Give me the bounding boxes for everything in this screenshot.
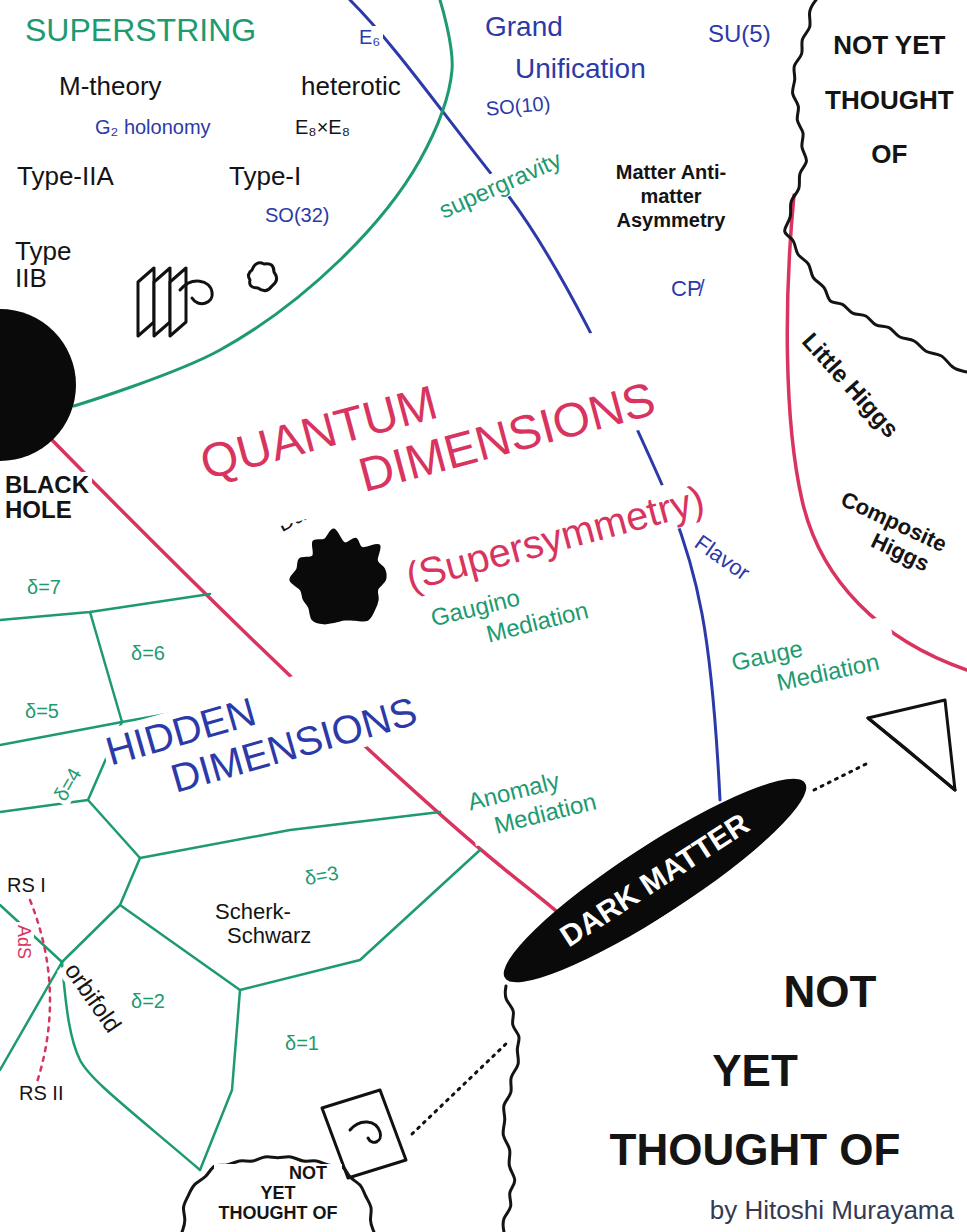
dotted-leader xyxy=(412,1040,510,1134)
map-label: Gauge Mediation xyxy=(726,615,900,706)
brane-fold xyxy=(868,718,955,790)
map-label: M-theory xyxy=(56,72,165,102)
delta-border xyxy=(140,812,440,858)
delta-border xyxy=(90,612,122,722)
map-label: Matter Anti-matter Asymmetry xyxy=(598,160,744,232)
map-label: G₂ holonomy xyxy=(92,116,214,139)
map-label: AdS xyxy=(13,922,34,962)
brane-kite xyxy=(868,700,955,790)
region-label: DARK MATTER xyxy=(554,806,755,954)
author-caption: by Hitoshi Murayama xyxy=(707,1195,957,1226)
brane-sheet xyxy=(138,268,154,336)
map-label: SO(32) xyxy=(262,204,332,227)
map-label: δ=1 xyxy=(282,1032,322,1055)
delta-border xyxy=(0,962,62,1070)
map-label: Type IIB xyxy=(12,238,88,293)
delta-border xyxy=(120,850,480,990)
map-label: Anomaly Mediation xyxy=(462,750,637,846)
region-label: BLACK HOLE xyxy=(2,472,92,522)
brane-sheet xyxy=(170,268,186,336)
dotted-leader xyxy=(814,764,866,790)
map-label: δ=5 xyxy=(22,700,62,723)
map-label: Little Higgs xyxy=(794,325,906,445)
map-label: RS I xyxy=(4,874,49,897)
map-label: Grand Unification xyxy=(482,6,678,90)
region-border xyxy=(785,0,967,372)
map-label: Type-IIA xyxy=(14,162,117,192)
unknown-region: NOT YET THOUGHT OF xyxy=(500,860,967,1232)
map-label: E₈×E₈ xyxy=(292,116,353,139)
delta-border xyxy=(0,800,88,812)
map-label: Scherk-Schwarz xyxy=(212,900,318,948)
region-label: SUPERSTRING xyxy=(22,12,259,49)
open-string xyxy=(180,281,212,304)
map-label: Flavor xyxy=(687,528,756,587)
map-label: SO(10) xyxy=(482,92,554,121)
map-label: δ=3 xyxy=(300,861,343,891)
region-border xyxy=(182,1157,374,1232)
open-string xyxy=(350,1122,381,1142)
region-border xyxy=(74,0,452,406)
black-hole-disc xyxy=(0,309,76,461)
map-label: δ=7 xyxy=(24,576,64,599)
unknown-region: NOT YET THOUGHT OF xyxy=(178,1150,378,1232)
map-label: Type-I xyxy=(226,162,304,192)
map-label: δ=2 xyxy=(128,990,168,1013)
map-label: E₆ xyxy=(356,26,383,49)
region-border xyxy=(503,986,519,1232)
dark-energy-cloud xyxy=(290,529,385,623)
map-label: supergravity xyxy=(432,144,568,225)
higgs-border xyxy=(787,195,967,670)
map-label: CP̸ xyxy=(668,276,705,301)
map-label: Composite Higgs xyxy=(824,485,967,597)
map-label: orbifold xyxy=(57,955,128,1040)
region-label: NOT YET THOUGHT OF xyxy=(214,1164,342,1223)
delta-border xyxy=(0,905,62,962)
closed-string xyxy=(248,263,276,291)
region-label: NOT YET THOUGHT OF xyxy=(822,18,957,182)
brane-sheet xyxy=(154,268,170,336)
black-hole: BLACK HOLE xyxy=(0,300,120,530)
map-label: heterotic xyxy=(298,72,404,102)
map-label: SU(5) xyxy=(705,20,774,48)
delta-border xyxy=(200,990,240,1170)
map-label: δ=6 xyxy=(128,642,168,665)
region-label: NOT YET THOUGHT OF xyxy=(600,952,910,1190)
map-label: RS II xyxy=(16,1082,66,1105)
